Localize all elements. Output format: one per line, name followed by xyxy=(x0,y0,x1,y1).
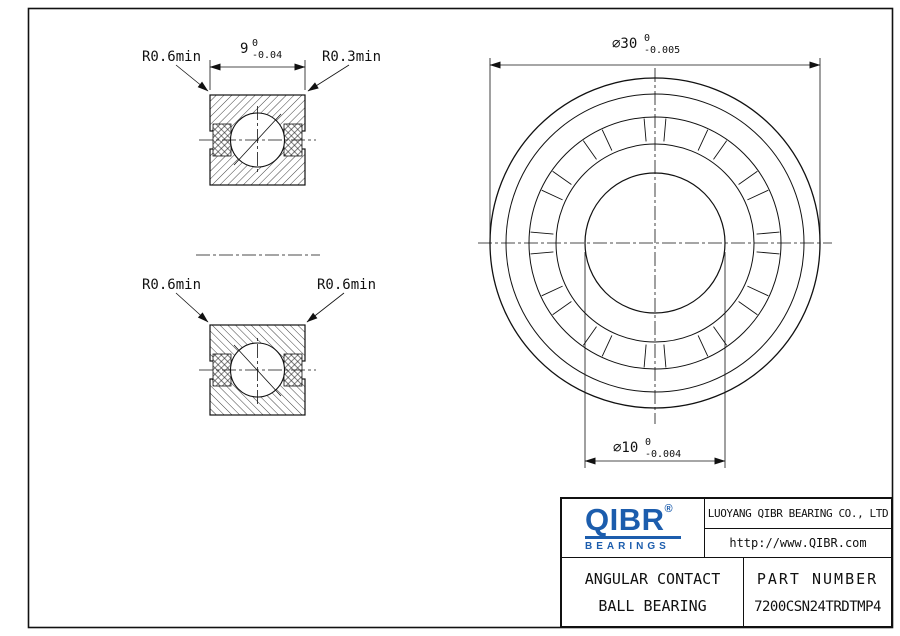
drawing-frame xyxy=(27,7,894,629)
leader-line xyxy=(175,292,209,323)
company-logo: QIBR® BEARINGS xyxy=(562,499,705,557)
cage-pocket-ticks xyxy=(530,118,780,368)
bore-dia-lower-tol: -0.004 xyxy=(645,449,681,460)
title-block-detail-row: ANGULAR CONTACT BALL BEARING PART NUMBER… xyxy=(562,558,891,626)
bore-diameter-dimension: ⌀10 0 -0.004 xyxy=(584,252,726,468)
front-view xyxy=(478,68,832,424)
bearing-cross-section-bottom xyxy=(198,324,317,416)
registered-trademark-icon: ® xyxy=(664,503,673,515)
part-number-cell: PART NUMBER 7200CSN24TRDTMP4 xyxy=(744,558,891,626)
radius-label-mid-right: R0.6min xyxy=(317,277,376,293)
outer-dia-upper-tol: 0 xyxy=(644,33,650,44)
title-block: QIBR® BEARINGS LUOYANG QIBR BEARING CO.,… xyxy=(560,497,893,628)
width-dim-nominal: 9 xyxy=(240,41,248,57)
leader-line xyxy=(307,64,350,92)
radius-callouts: R0.6min R0.3min R0.6min R0.6min xyxy=(142,49,381,323)
width-dimension: 9 0 -0.04 xyxy=(209,38,306,90)
company-info-cell: LUOYANG QIBR BEARING CO., LTD http://www… xyxy=(705,499,891,557)
leader-line xyxy=(175,64,209,92)
leader-line xyxy=(306,292,345,323)
title-block-header-row: QIBR® BEARINGS LUOYANG QIBR BEARING CO.,… xyxy=(562,499,891,558)
logo-line: QIBR® xyxy=(585,502,673,537)
width-dim-lower-tol: -0.04 xyxy=(252,50,282,61)
logo-subtext: BEARINGS xyxy=(585,541,670,552)
outer-diameter-dimension: ⌀30 0 -0.005 xyxy=(489,33,821,236)
company-name: LUOYANG QIBR BEARING CO., LTD xyxy=(705,499,891,529)
logo-stack: QIBR® BEARINGS xyxy=(585,504,681,552)
radius-label-mid-left: R0.6min xyxy=(142,277,201,293)
bore-dia-upper-tol: 0 xyxy=(645,437,651,448)
radius-label-top-right: R0.3min xyxy=(322,49,381,65)
radius-label-top-left: R0.6min xyxy=(142,49,201,65)
bearing-cross-section-top xyxy=(198,94,317,186)
section-view xyxy=(196,94,320,416)
outer-dia-nominal: ⌀30 xyxy=(612,36,637,52)
product-description: ANGULAR CONTACT BALL BEARING xyxy=(562,558,744,626)
company-website: http://www.QIBR.com xyxy=(729,535,867,550)
outer-dia-lower-tol: -0.005 xyxy=(644,45,680,56)
logo-underline xyxy=(585,536,681,539)
product-description-line1: ANGULAR CONTACT xyxy=(584,569,721,588)
width-dim-upper-tol: 0 xyxy=(252,38,258,49)
part-number-label: PART NUMBER xyxy=(756,569,879,588)
bore-dia-nominal: ⌀10 xyxy=(613,440,638,456)
logo-text: QIBR xyxy=(585,502,665,537)
part-number-value: 7200CSN24TRDTMP4 xyxy=(754,598,881,615)
product-description-line2: BALL BEARING xyxy=(598,596,707,615)
